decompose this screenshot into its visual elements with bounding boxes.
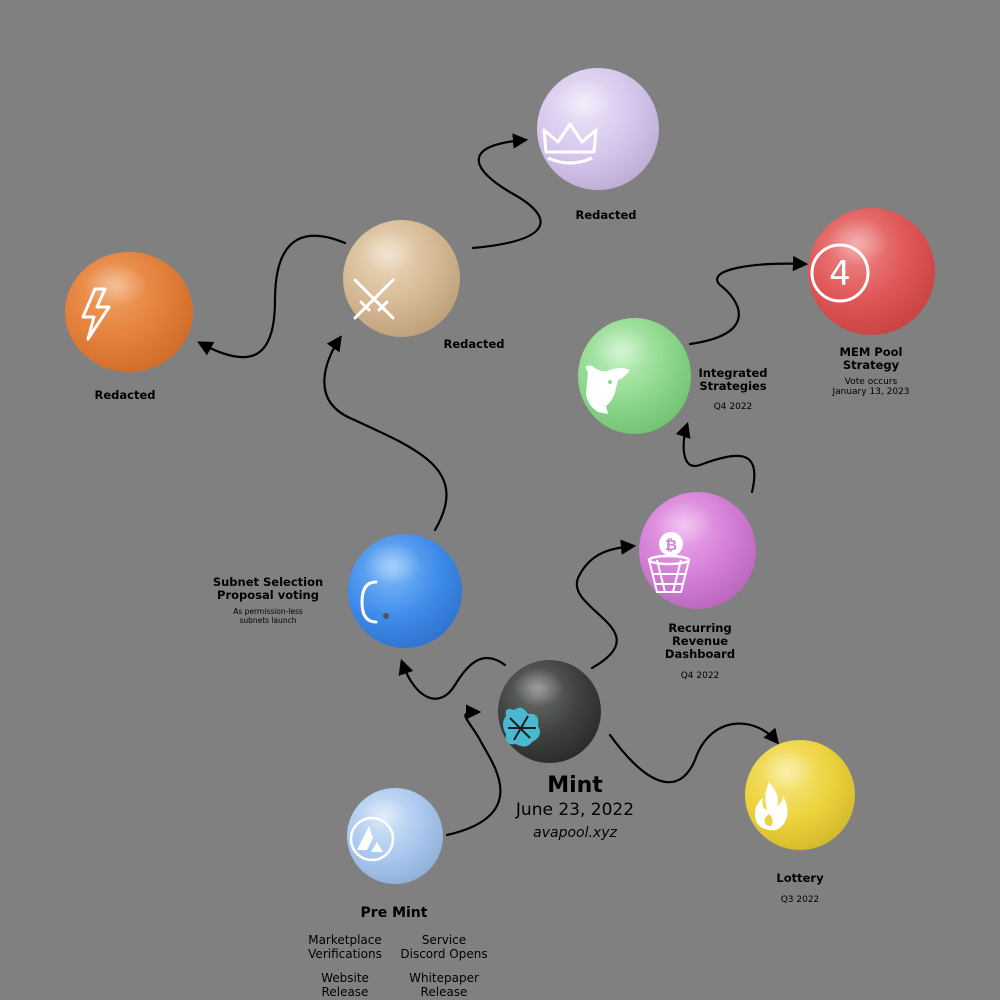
pre-mint-node-ball [347,788,443,884]
arrow-premint-to-mint [445,704,502,837]
mint-label: Mint June 23, 2022 avapool.xyz [500,774,650,842]
svg-text:₿: ₿ [665,536,677,554]
mem-pool-label: MEM Pool Strategy Vote occurs January 13… [815,345,927,398]
mint-date: June 23, 2022 [515,800,635,820]
subnet-selection-title: Subnet Selection Proposal voting [212,575,324,602]
integrated-strategies-date: Q4 2022 [713,402,753,412]
pre-mint-item-website: Website Release [321,971,369,999]
integrated-strategies-title: Integrated Strategies [698,366,768,393]
lottery-title: Lottery [776,871,824,885]
crossed-swords-icon [353,278,395,320]
pre-mint-item-discord: Service Discord Opens [400,933,488,961]
mem-pool-icon-number: 4 [829,254,851,294]
lightning-icon [81,287,111,341]
bull-icon [585,365,630,414]
pre-mint-title: Pre Mint [360,905,428,921]
arrow-recurring-to-integrated [675,421,756,494]
bitcoin-basketball-hoop-icon: ₿ [647,532,691,593]
redacted-center-title: Redacted [443,337,505,351]
subnet-selection-node-ball [348,534,462,648]
avapool-logo-icon [503,707,540,747]
subnet-selection-label: Subnet Selection Proposal voting As perm… [208,576,328,625]
integrated-strategies-label: Integrated Strategies Q4 2022 [690,366,776,413]
arrow-mint-to-subnet [398,656,507,700]
subnet-selection-subtitle: As permission-less subnets launch [233,607,303,625]
lottery-node-ball [745,740,855,850]
recurring-revenue-date: Q4 2022 [680,671,720,681]
arrow-subnet-to-redacted-center [323,335,448,532]
mem-pool-subtitle-1: Vote occurs [844,377,898,387]
arrow-redacted-center-to-redacted-left [197,234,347,359]
flame-icon [755,782,788,831]
redacted-top-title: Redacted [575,208,637,222]
lottery-label: Lottery Q3 2022 [750,871,850,906]
arrow-mint-to-lottery [608,722,780,784]
mint-node-ball [498,660,601,763]
redacted-left-title: Redacted [94,388,156,402]
recurring-revenue-label: Recurring Revenue Dashboard Q4 2022 [650,621,750,682]
recurring-revenue-node-ball: ₿ [639,492,756,609]
crown-icon [542,122,598,165]
redacted-left-node-ball [65,252,193,372]
mem-pool-subtitle-2: January 13, 2023 [832,387,910,397]
pre-mint-item-marketplace: Marketplace Verifications [308,933,382,961]
avalanche-logo-icon [349,816,395,862]
c-shape-icon [360,580,389,624]
mem-pool-title: MEM Pool Strategy [839,345,903,372]
mint-url: avapool.xyz [533,825,617,841]
pre-mint-item-whitepaper: Whitepaper Release [409,971,479,999]
recurring-revenue-title: Recurring Revenue Dashboard [664,621,736,661]
redacted-center-node-ball [343,220,460,337]
circled-four-icon: 4 [810,243,870,303]
mem-pool-node-ball: 4 [808,208,935,335]
arrow-integrated-to-mem-pool [688,255,809,346]
integrated-strategies-node-ball [578,318,691,434]
mint-title: Mint [547,773,603,798]
arrow-mint-to-recurring [575,539,637,670]
lottery-date: Q3 2022 [780,895,820,905]
redacted-top-node-ball [537,68,659,190]
arrow-redacted-center-to-redacted-top [471,133,542,250]
